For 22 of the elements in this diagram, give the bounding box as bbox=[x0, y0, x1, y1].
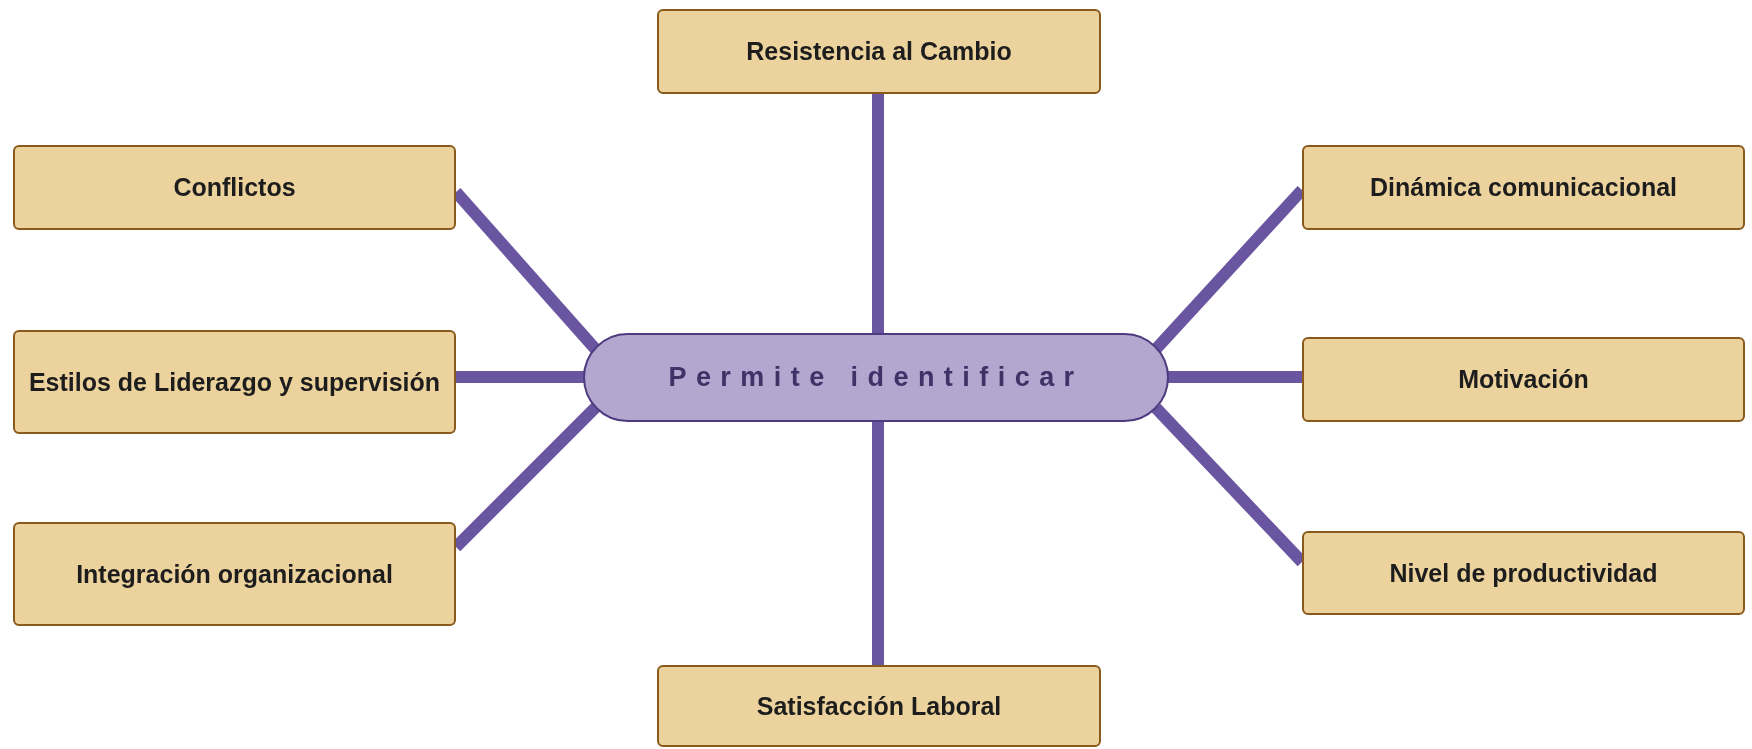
topic-box bbox=[13, 145, 456, 230]
topic-box bbox=[657, 9, 1101, 94]
connector-line bbox=[872, 421, 884, 665]
topic-label: Satisfacción Laboral bbox=[756, 690, 1002, 722]
topic-label: Dinámica comunicacional bbox=[1369, 172, 1677, 203]
topic-box bbox=[1302, 145, 1745, 230]
topic-label: Integración organizacional bbox=[76, 558, 393, 590]
connector-line bbox=[1168, 371, 1302, 383]
topic-box bbox=[657, 665, 1101, 747]
topic-box bbox=[1302, 531, 1745, 615]
topic-label: Motivación bbox=[1458, 364, 1589, 395]
central-label: Permite identificar bbox=[668, 361, 1084, 395]
topic-label: Nivel de productividad bbox=[1389, 557, 1658, 589]
topic-label: Conflictos bbox=[173, 172, 296, 203]
topic-box bbox=[13, 522, 456, 626]
topic-label: Resistencia al Cambio bbox=[746, 36, 1012, 67]
topic-box bbox=[1302, 337, 1745, 422]
central-pill bbox=[583, 333, 1169, 422]
connector-line bbox=[456, 371, 584, 383]
topic-label: Estilos de Liderazgo y supervisión bbox=[28, 366, 441, 398]
connector-line bbox=[872, 94, 884, 334]
topic-box bbox=[13, 330, 456, 434]
